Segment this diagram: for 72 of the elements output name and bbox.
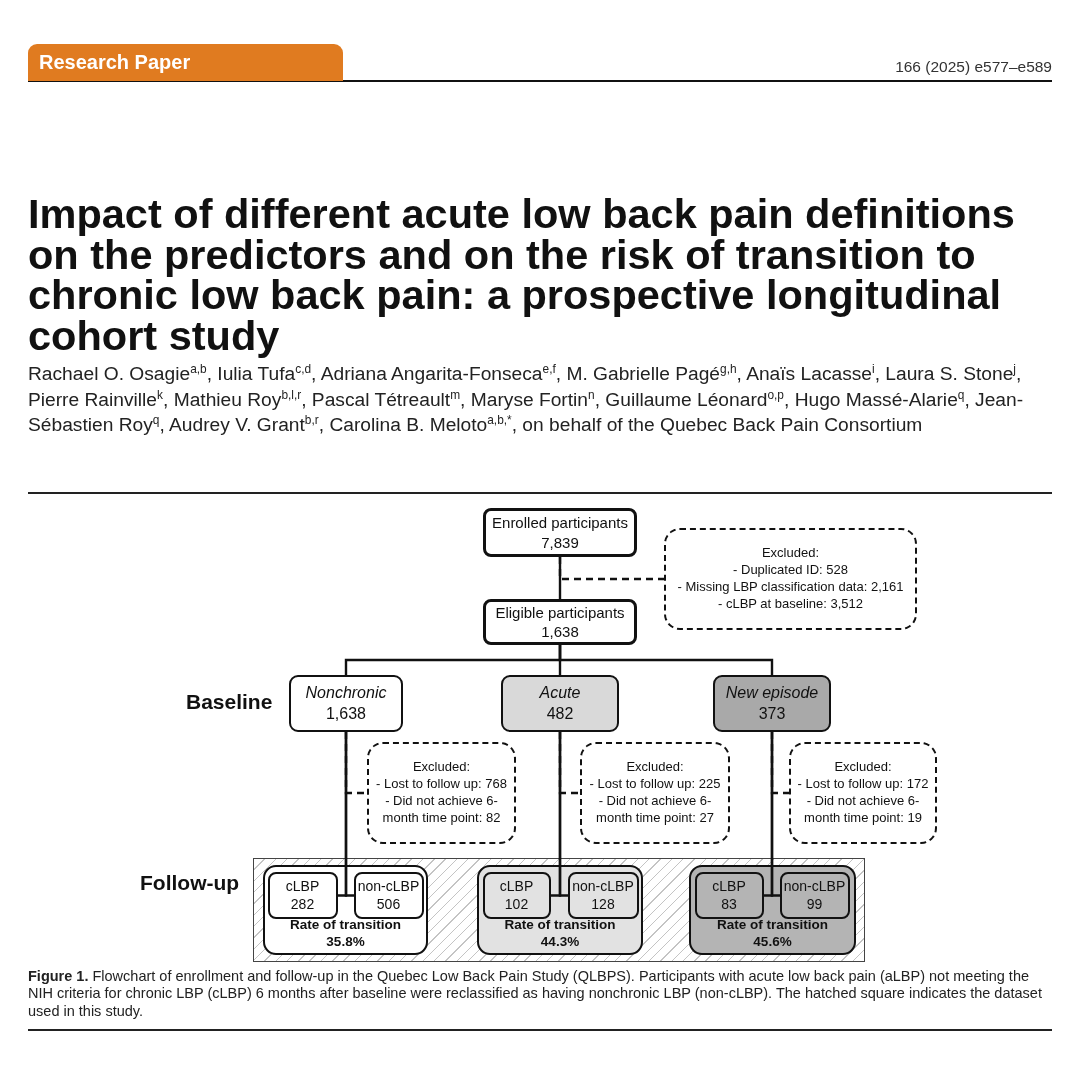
box-heading: Enrolled participants — [492, 513, 628, 533]
box-heading: Eligible participants — [495, 602, 625, 622]
connector-line — [344, 732, 354, 897]
outcome-box — [694, 871, 764, 919]
connector-line — [558, 732, 568, 897]
category-box — [713, 675, 831, 732]
exclusion-reason: - Lost to follow up: 225 — [588, 776, 722, 793]
flow-box — [483, 508, 637, 557]
outcome-group-box — [263, 865, 428, 955]
exclusion-box — [580, 742, 730, 844]
category-box — [501, 675, 619, 732]
exclusion-reason: - Did not achieve 6-month time point: 82 — [381, 793, 502, 827]
author-list: Rachael O. Osagie$^{a,b}$, Iulia Tufa$^{c,d}$, Adriana Angarita-Fonseca$^{e,f}$, M. Gabrielle Pagé$^{g,h}$, Anaïs Lacasse$^{i}$, Laura S. Stone$^{j}$, Pierre Rainville$^{k}$, Mathieu Roy$^{b,l,r}$, Pascal Tétreault$^{m}$, Maryse Fortin$^{n}$, Guillaume Léonard$^{o,p}$, Hugo Massé-Alarie$^{q}$, Jean-Sébastien Roy$^{q}$, Audrey V. Grant$^{b,r}$, Carolina B. Meloto$^{a,b,*}$, on behalf of the Quebec Back Pain Consortium — [28, 361, 1048, 438]
outcome-box — [267, 871, 338, 919]
exclusion-box — [664, 528, 917, 630]
exclusion-reason: - Did not achieve 6-month time point: 19 — [803, 793, 923, 827]
rate-label: Rate of transition — [504, 917, 616, 935]
paper-title: Impact of different acute low back pain definitions on the predictors and on the risk of transition to chronic low back pain: a prospective longitudinal cohort study — [28, 194, 1016, 356]
outcome-box — [779, 871, 850, 919]
outcome-group-box — [477, 865, 643, 955]
participant-count: 83 — [721, 895, 737, 914]
exclusion-heading: Excluded: — [625, 759, 685, 777]
exclusion-box — [367, 742, 516, 844]
participant-count: 7,839 — [541, 532, 579, 552]
connector-line — [558, 645, 774, 675]
participant-count: 102 — [504, 895, 529, 914]
outcome-group-box — [689, 865, 856, 955]
connector-line — [770, 732, 780, 897]
participant-count: 1,638 — [325, 703, 366, 724]
row-label: Follow-up — [140, 871, 240, 895]
category-box — [289, 675, 403, 732]
flow-box — [483, 599, 637, 645]
category-name: Acute — [539, 682, 581, 703]
citation-text: 166 (2025) e577–e589 — [895, 58, 1052, 76]
exclusion-reason: - Duplicated ID: 528 — [732, 562, 849, 579]
rate-value: 35.8% — [326, 934, 365, 951]
participant-count: 482 — [546, 703, 574, 724]
rate-value: 45.6% — [753, 934, 792, 951]
outcome-box — [567, 871, 639, 919]
outcome-label: cLBP — [499, 876, 534, 895]
rate-label: Rate of transition — [290, 917, 401, 935]
outcome-box — [482, 871, 551, 919]
exclusion-box — [789, 742, 937, 844]
section-tab: Research Paper — [28, 44, 343, 81]
rate-value: 44.3% — [540, 934, 580, 951]
outcome-label: non-cLBP — [572, 876, 634, 895]
category-name: Nonchronic — [305, 682, 387, 703]
category-name: New episode — [725, 682, 819, 703]
outcome-label: non-cLBP — [783, 876, 846, 895]
exclusion-reason: - Lost to follow up: 768 — [375, 776, 508, 793]
participant-count: 506 — [376, 895, 401, 914]
participant-count: 128 — [591, 895, 615, 914]
exclusion-reason: - Did not achieve 6-month time point: 27 — [595, 793, 715, 827]
exclusion-heading: Excluded: — [411, 759, 472, 777]
exclusion-reason: - Missing LBP classification data: 2,161 — [676, 579, 905, 596]
exclusion-heading: Excluded: — [833, 759, 893, 777]
dataset-frame — [253, 858, 865, 962]
participant-count: 282 — [290, 895, 315, 914]
participant-count: 1,638 — [541, 622, 579, 642]
row-label: Baseline — [186, 690, 273, 714]
outcome-label: cLBP — [285, 876, 320, 895]
outcome-box — [353, 871, 424, 919]
outcome-label: non-cLBP — [357, 876, 420, 895]
participant-count: 373 — [758, 703, 786, 724]
dashed-connector — [558, 557, 664, 581]
exclusion-reason: - cLBP at baseline: 3,512 — [717, 595, 864, 613]
exclusion-reason: - Lost to follow up: 172 — [796, 776, 930, 793]
exclusion-heading: Excluded: — [760, 545, 821, 563]
outcome-label: cLBP — [712, 876, 746, 895]
figure-caption: Figure 1. Flowchart of enrollment and follow-up in the Quebec Low Back Pain Study (QLBPS). Participants with acute low back pain (aLBP) not meeting the NIH criteria for chronic LBP (cLBP) 6 months after baseline were reclassified as having nonchronic LBP (non-cLBP). The hatched square indicates the dataset used in this study. — [28, 968, 1043, 1020]
rate-label: Rate of transition — [717, 917, 828, 935]
participant-count: 99 — [806, 895, 823, 914]
